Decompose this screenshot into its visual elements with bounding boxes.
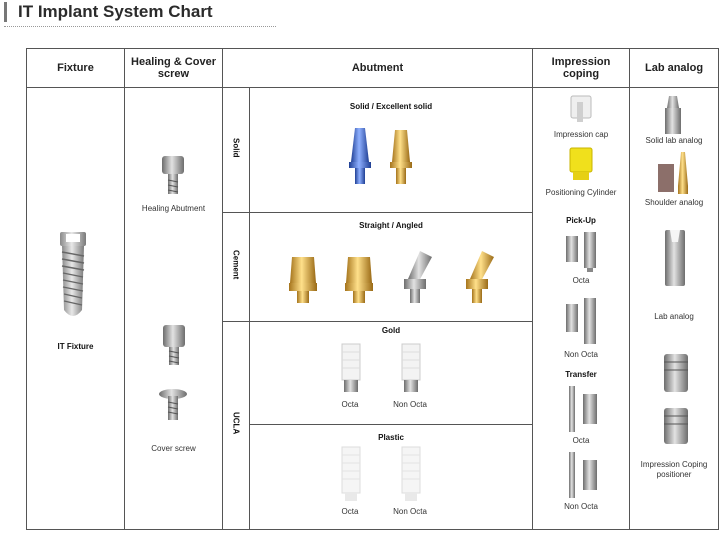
lab-cell: Solid lab analog Shoulder analog Lab ana…: [629, 87, 720, 530]
lab-analog-label: Lab analog: [654, 311, 694, 321]
solid-title: Solid / Excellent solid: [349, 102, 433, 111]
solid-lab-analog-label: Solid lab analog: [645, 135, 703, 145]
gold-solid-abutment-icon: [390, 130, 412, 184]
gold-title: Gold: [381, 326, 401, 335]
healing-cap-icon: [163, 324, 185, 365]
healing-abutment-label: Healing Abutment: [141, 203, 206, 213]
angled-abutment-gold-icon: [466, 251, 494, 303]
cover-screw-label: Cover screw: [151, 443, 196, 453]
transfer-octa-label: Octa: [572, 435, 590, 445]
positioning-cylinder-icon: [569, 147, 593, 180]
cover-screw-icon: [159, 388, 187, 420]
header-lab: Lab analog: [629, 48, 720, 88]
title-accent-bar: [4, 2, 7, 22]
header-impression: Impression coping: [532, 48, 631, 88]
pickup-octa-label: Octa: [572, 275, 590, 285]
coping-positioner-icon-2: [664, 407, 689, 444]
cement-side-label: Cement: [231, 249, 241, 280]
cement-abutment-cell: Straight / Angled: [248, 212, 534, 322]
cement-side-cell: Cement: [222, 212, 250, 322]
header-fixture: Fixture: [26, 48, 125, 88]
transfer-non-octa-icon: [569, 451, 598, 498]
coping-positioner-icon-1: [664, 353, 689, 392]
plastic-title: Plastic: [378, 433, 404, 442]
cement-title: Straight / Angled: [359, 221, 423, 230]
coping-positioner-label: Impression Coping positioner: [640, 459, 708, 479]
straight-abutment-icon-1: [289, 257, 317, 303]
fixture-label: IT Fixture: [57, 341, 94, 351]
solid-abutment-cell: Solid / Excellent solid: [248, 87, 534, 213]
pickup-non-octa-icon: [566, 297, 597, 344]
pickup-non-octa-label: Non Octa: [564, 349, 598, 359]
shoulder-analog-label: Shoulder analog: [644, 197, 704, 207]
positioning-cylinder-label: Positioning Cylinder: [545, 187, 617, 197]
impression-cell: Impression cap Positioning Cylinder Pick…: [532, 87, 631, 530]
implant-chart-table: Fixture Healing & Cover screw Abutment I…: [26, 48, 720, 530]
healing-cell: Healing Abutment Cover screw: [124, 87, 223, 530]
solid-side-cell: Solid: [222, 87, 250, 213]
ucla-plastic-non-octa-label: Non Octa: [393, 507, 427, 516]
blue-solid-abutment-icon: [349, 128, 371, 184]
shoulder-analog-icon: [658, 151, 689, 194]
implant-fixture-icon: [60, 231, 86, 316]
title-divider: [4, 26, 276, 27]
ucla-plastic-non-octa-icon: [401, 446, 421, 501]
impression-cap-icon: [570, 95, 592, 122]
straight-abutment-icon-2: [345, 257, 373, 303]
ucla-gold-octa-label: Octa: [341, 400, 359, 409]
ucla-gold-non-octa-icon: [401, 343, 421, 392]
fixture-cell: IT Fixture: [26, 87, 125, 530]
header-healing: Healing & Cover screw: [124, 48, 223, 88]
ucla-plastic-octa-icon: [341, 446, 361, 501]
transfer-octa-icon: [569, 385, 598, 432]
angled-abutment-silver-icon: [404, 251, 432, 303]
impression-cap-label: Impression cap: [553, 129, 609, 139]
ucla-plastic-cell: Plastic Octa Non Octa: [248, 424, 534, 530]
ucla-plastic-octa-label: Octa: [341, 507, 359, 516]
solid-side-label: Solid: [231, 137, 241, 158]
ucla-side-label: UCLA: [231, 411, 241, 435]
transfer-title: Transfer: [565, 369, 597, 379]
solid-lab-analog-icon: [665, 95, 682, 134]
transfer-non-octa-label: Non Octa: [564, 501, 598, 511]
header-abutment: Abutment: [221, 48, 534, 88]
pickup-octa-icon: [566, 231, 597, 272]
ucla-side-cell: UCLA: [222, 321, 250, 530]
lab-analog-icon: [665, 229, 686, 286]
ucla-gold-cell: Gold Octa Non Octa: [248, 321, 534, 425]
page-title: IT Implant System Chart: [18, 2, 213, 21]
healing-abutment-icon: [162, 155, 184, 194]
ucla-gold-non-octa-label: Non Octa: [393, 400, 427, 409]
pickup-title: Pick-Up: [566, 215, 596, 225]
ucla-gold-octa-icon: [341, 343, 361, 392]
